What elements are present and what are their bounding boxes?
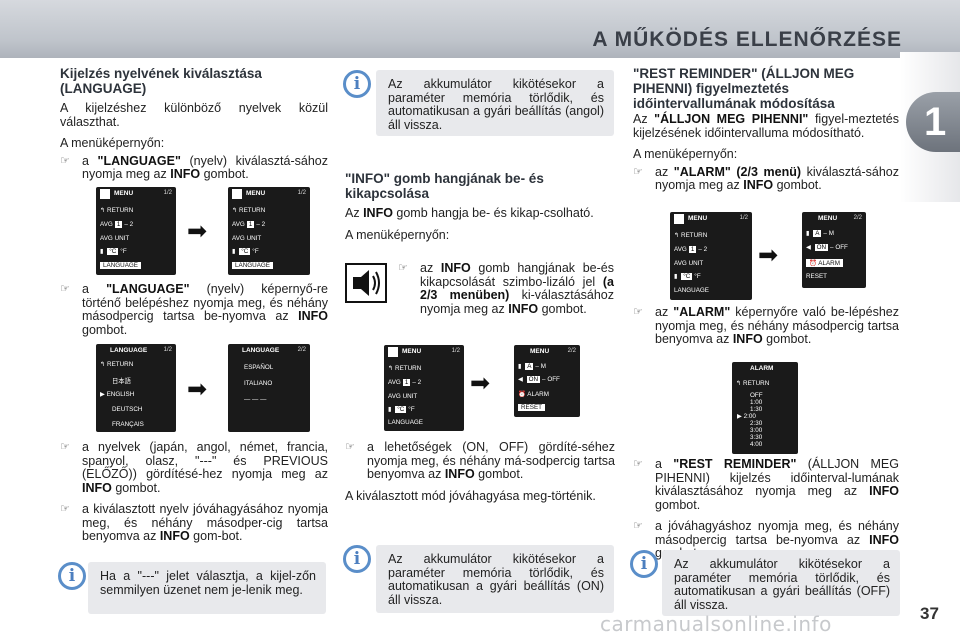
hand-pointer-icon: ☞ — [633, 458, 643, 470]
info-note-right: Az akkumulátor kikötésekor a paraméter m… — [662, 550, 900, 616]
bullet-item: ☞ az INFO gomb hangjának be-és kikapcsol… — [398, 261, 615, 316]
left-column-2: ☞ a "LANGUAGE" (nyelv) képernyő-re törté… — [60, 282, 328, 345]
menu-icon — [100, 189, 110, 199]
confirm-text: A kiválasztott mód jóváhagyása meg-törté… — [345, 488, 596, 503]
arrow-right-icon: ➡ — [758, 242, 779, 269]
left-column-3: ☞ a nyelvek (japán, angol, német, franci… — [60, 440, 328, 552]
left-column: Kijelzés nyelvének kiválasztása (LANGUAG… — [60, 66, 328, 190]
menu-icon — [388, 347, 398, 357]
info-icon: i — [58, 562, 86, 590]
info-icon: i — [630, 550, 658, 578]
info-icon: i — [343, 545, 371, 573]
hand-pointer-icon: ☞ — [60, 154, 70, 167]
alarm-screen: ALARM ↰ RETURN OFF 1:00 1:30 ▶ 2:00 2:30… — [732, 362, 798, 454]
hand-pointer-icon: ☞ — [633, 306, 643, 318]
hand-pointer-icon: ☞ — [398, 262, 408, 274]
bullet-item: ☞ az "ALARM" képernyőre való be-lépéshez… — [633, 305, 899, 346]
hand-pointer-icon: ☞ — [633, 165, 643, 178]
bullet-item: ☞ az "ALARM" (2/3 menü) kiválasztá-sához… — [633, 164, 899, 192]
info-icon: i — [343, 70, 371, 98]
hand-pointer-icon: ☞ — [633, 520, 643, 532]
hand-pointer-icon: ☞ — [345, 441, 355, 453]
info-note-middle-bottom: Az akkumulátor kikötésekor a paraméter m… — [376, 545, 614, 613]
bullet-item: ☞ a "LANGUAGE" (nyelv) képernyő-re törté… — [60, 282, 328, 337]
bullet-item: ☞ a kiválasztott nyelv jóváhagyásához ny… — [60, 502, 328, 543]
arrow-right-icon: ➡ — [187, 376, 208, 403]
hand-pointer-icon: ☞ — [60, 503, 70, 515]
bullet-item: ☞ a "REST REMINDER" (ÁLLJON MEG PIHENNI)… — [633, 457, 899, 512]
menu-icon — [232, 189, 242, 199]
bullet-item: ☞ a lehetőségek (ON, OFF) gördíté-séhez … — [345, 440, 615, 481]
menu-label: A menüképernyőn: — [345, 227, 450, 242]
language-intro: A kijelzéshez különböző nyelvek közül vá… — [60, 101, 328, 129]
menu-icon — [674, 214, 684, 224]
chapter-number-tab: 1 — [906, 92, 960, 152]
bullet-item: ☞ a nyelvek (japán, angol, német, franci… — [60, 440, 328, 495]
page-number: 37 — [920, 604, 939, 623]
hand-pointer-icon: ☞ — [60, 283, 70, 295]
section-heading-info-sound: "INFO" gomb hangjának be- és kikapcsolás… — [345, 171, 544, 201]
menu-label: A menüképernyőn: — [60, 136, 165, 150]
middle-column: "INFO" gomb hangjának be- és kikapcsolás… — [345, 171, 615, 246]
middle-column-2: ☞ a lehetőségek (ON, OFF) gördíté-séhez … — [345, 440, 615, 511]
info-note-middle-top: Az akkumulátor kikötésekor a paraméter m… — [376, 70, 614, 136]
section-heading-language: Kijelzés nyelvének kiválasztása (LANGUAG… — [60, 66, 262, 96]
arrow-right-icon: ➡ — [470, 370, 491, 397]
arrow-right-icon: ➡ — [187, 218, 208, 245]
page-title: A MŰKÖDÉS ELLENŐRZÉSE — [592, 28, 902, 51]
speaker-sound-icon — [345, 263, 387, 303]
page-header: A MŰKÖDÉS ELLENŐRZÉSE — [0, 0, 960, 58]
bullet-item: ☞ a "LANGUAGE" (nyelv) kiválasztá-sához … — [60, 153, 328, 181]
menu-label: A menüképernyőn: — [633, 147, 738, 161]
right-column: "REST REMINDER" (ÁLLJON MEG PIHENNI) fig… — [633, 66, 899, 192]
info-note-left: Ha a "---" jelet választja, a kijel-zőn … — [88, 562, 326, 614]
right-column-3: ☞ a "REST REMINDER" (ÁLLJON MEG PIHENNI)… — [633, 457, 899, 569]
middle-bullet-1: ☞ az INFO gomb hangjának be-és kikapcsol… — [398, 261, 615, 324]
section-heading-rest-reminder: "REST REMINDER" (ÁLLJON MEG PIHENNI) fig… — [633, 66, 855, 111]
watermark-text: carmanualsonline.info — [600, 612, 832, 636]
right-column-2: ☞ az "ALARM" képernyőre való be-lépéshez… — [633, 305, 899, 355]
hand-pointer-icon: ☞ — [60, 441, 70, 453]
